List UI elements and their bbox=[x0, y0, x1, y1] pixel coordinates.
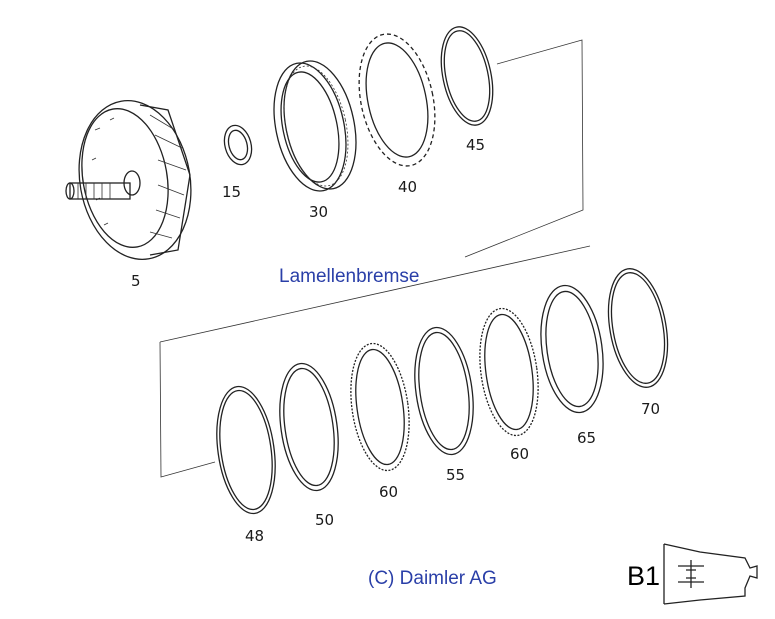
ring-part-48 bbox=[216, 385, 276, 515]
lined-disc-part-60-b bbox=[479, 307, 539, 437]
disc-part-50 bbox=[279, 362, 339, 492]
part-label-48: 48 bbox=[245, 527, 264, 545]
part-label-50: 50 bbox=[315, 511, 334, 529]
group-label: B1 bbox=[627, 561, 660, 591]
brake-hub-part-5 bbox=[65, 99, 192, 261]
disc-part-55 bbox=[414, 326, 474, 456]
part-label-45: 45 bbox=[466, 136, 485, 154]
part-label-60-b: 60 bbox=[510, 445, 529, 463]
part-label-15: 15 bbox=[222, 183, 241, 201]
part-label-30: 30 bbox=[309, 203, 328, 221]
part-label-40: 40 bbox=[398, 178, 417, 196]
lined-disc-part-60-a bbox=[350, 342, 410, 472]
part-label-5: 5 bbox=[131, 272, 141, 290]
toothed-disc-part-40 bbox=[358, 33, 436, 167]
ring-part-45 bbox=[440, 26, 494, 126]
snap-ring-part-70 bbox=[607, 268, 669, 388]
copyright-text: (C) Daimler AG bbox=[368, 568, 497, 589]
part-label-70: 70 bbox=[641, 400, 660, 418]
snap-ring-part-15 bbox=[223, 124, 253, 166]
part-label-55: 55 bbox=[446, 466, 465, 484]
upper-assembly-bracket bbox=[159, 39, 591, 478]
part-label-60-a: 60 bbox=[379, 483, 398, 501]
pressure-plate-part-65 bbox=[540, 284, 604, 414]
group-symbol: B1 bbox=[627, 543, 758, 605]
diagram-title: Lamellenbremse bbox=[279, 266, 419, 287]
part-label-65: 65 bbox=[577, 429, 596, 447]
drum-part-30 bbox=[273, 60, 357, 192]
